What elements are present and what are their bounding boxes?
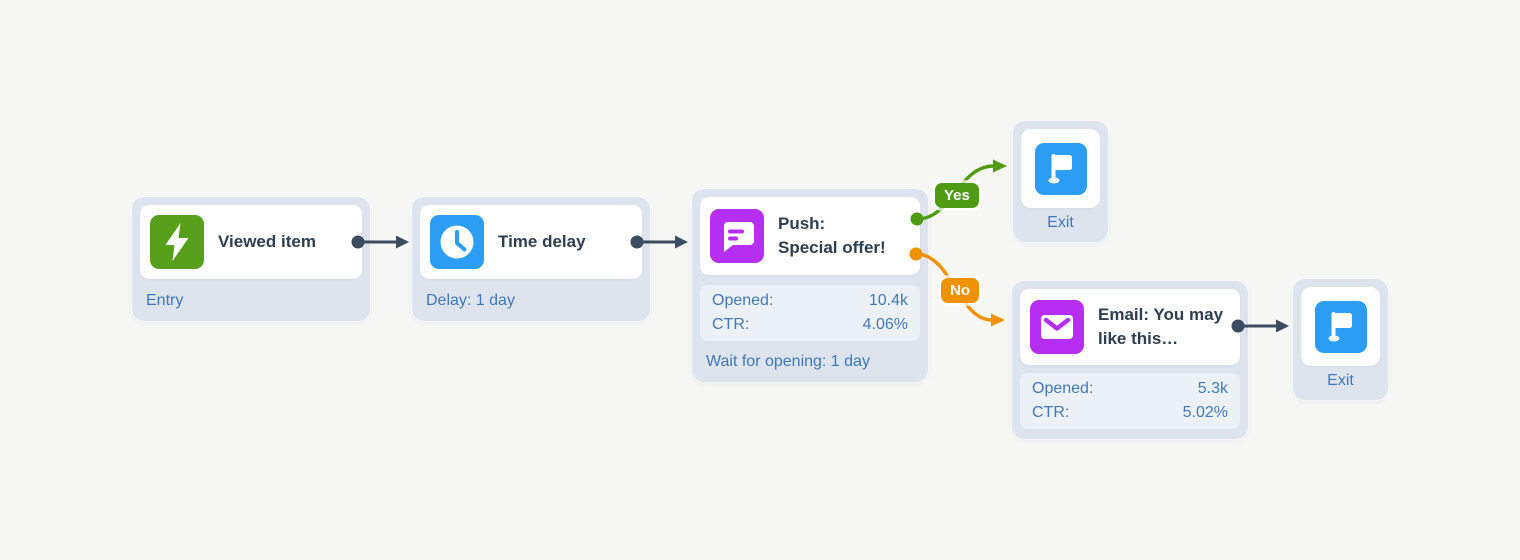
flag-icon bbox=[1314, 300, 1367, 353]
node-push-card: Push: Special offer! bbox=[700, 197, 920, 275]
flag-icon bbox=[1034, 142, 1087, 195]
node-email[interactable]: Email: You may like this… Opened: 5.3k C… bbox=[1012, 281, 1248, 439]
node-time-delay[interactable]: Time delay Delay: 1 day bbox=[412, 197, 650, 321]
email-icon bbox=[1030, 300, 1084, 354]
push-message-icon bbox=[710, 209, 764, 263]
stat-label: CTR: bbox=[712, 316, 750, 333]
node-push-special-offer[interactable]: Push: Special offer! Opened: 10.4k CTR: … bbox=[692, 189, 928, 382]
stat-label: Opened: bbox=[1032, 380, 1094, 397]
exit-label: Exit bbox=[1047, 214, 1074, 231]
no-branch-badge: No bbox=[941, 278, 979, 303]
node-time-delay-card: Time delay bbox=[420, 205, 642, 279]
stat-value: 5.3k bbox=[1197, 380, 1228, 397]
node-exit-bottom[interactable]: Exit bbox=[1293, 279, 1388, 400]
node-title: Viewed item bbox=[218, 232, 316, 251]
node-title: Push: Special offer! bbox=[778, 214, 886, 257]
arrowhead-icon bbox=[675, 235, 688, 249]
node-viewed-item-card: Viewed item bbox=[140, 205, 362, 279]
yes-branch-badge: Yes bbox=[935, 183, 979, 208]
node-exit-bottom-card bbox=[1301, 287, 1380, 366]
node-viewed-item[interactable]: Viewed item Entry bbox=[132, 197, 370, 321]
node-title: Email: You may like this… bbox=[1098, 305, 1224, 348]
node-footer-entry: Entry bbox=[146, 292, 184, 309]
node-email-card: Email: You may like this… bbox=[1020, 289, 1240, 365]
stat-row-ctr: CTR: 4.06% bbox=[700, 313, 920, 337]
node-title: Time delay bbox=[498, 232, 586, 251]
node-footer-delay: Delay: 1 day bbox=[426, 292, 515, 309]
node-footer-wait: Wait for opening: 1 day bbox=[706, 353, 870, 370]
email-stats-panel: Opened: 5.3k CTR: 5.02% bbox=[1020, 373, 1240, 429]
arrowhead-icon bbox=[396, 235, 409, 249]
node-exit-top-card bbox=[1021, 129, 1100, 208]
stat-value: 5.02% bbox=[1182, 404, 1228, 421]
stat-label: CTR: bbox=[1032, 404, 1070, 421]
lightning-icon bbox=[150, 215, 204, 269]
clock-icon bbox=[430, 215, 484, 269]
arrowhead-icon bbox=[991, 313, 1005, 327]
stat-row-ctr: CTR: 5.02% bbox=[1020, 401, 1240, 425]
stat-row-opened: Opened: 10.4k bbox=[700, 289, 920, 313]
exit-label: Exit bbox=[1327, 372, 1354, 389]
node-exit-top[interactable]: Exit bbox=[1013, 121, 1108, 242]
stat-value: 10.4k bbox=[868, 292, 908, 309]
push-stats-panel: Opened: 10.4k CTR: 4.06% bbox=[700, 285, 920, 341]
arrowhead-icon bbox=[1276, 319, 1289, 333]
stat-label: Opened: bbox=[712, 292, 774, 309]
stat-value: 4.06% bbox=[862, 316, 908, 333]
arrowhead-icon bbox=[993, 159, 1007, 173]
stat-row-opened: Opened: 5.3k bbox=[1020, 377, 1240, 401]
